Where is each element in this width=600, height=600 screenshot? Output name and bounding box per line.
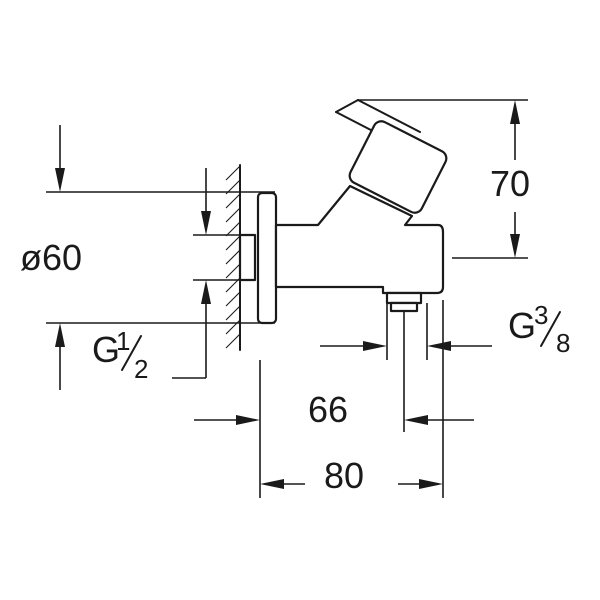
diameter-label: ø60: [20, 237, 82, 278]
wall-flange: [256, 191, 278, 325]
dimension-outlet-thread: G 3 8: [320, 300, 570, 360]
depth-total-label: 80: [324, 455, 364, 496]
dimension-height: 70: [358, 99, 530, 259]
dimension-depth-total: 80: [259, 300, 444, 498]
outlet-thread-label: G 3 8: [508, 300, 570, 358]
inlet-connector: [238, 233, 257, 282]
height-label: 70: [490, 163, 530, 204]
dimension-diameter: ø60: [20, 125, 275, 390]
inlet-thread-label: G 1 2: [92, 326, 148, 384]
valve-handle: [335, 99, 448, 214]
valve-body: [274, 184, 445, 295]
outlet-nozzle: [385, 291, 423, 313]
svg-text:G: G: [508, 305, 536, 346]
dimension-inlet-thread: G 1 2: [92, 168, 240, 384]
svg-text:2: 2: [134, 354, 148, 384]
depth-outlet-label: 66: [308, 389, 348, 430]
svg-text:8: 8: [556, 328, 570, 358]
svg-text:3: 3: [534, 300, 548, 330]
dimension-depth-outlet: 66: [194, 311, 474, 432]
wall-hatching: [225, 165, 241, 349]
svg-text:G: G: [92, 329, 120, 370]
svg-text:1: 1: [116, 326, 130, 356]
